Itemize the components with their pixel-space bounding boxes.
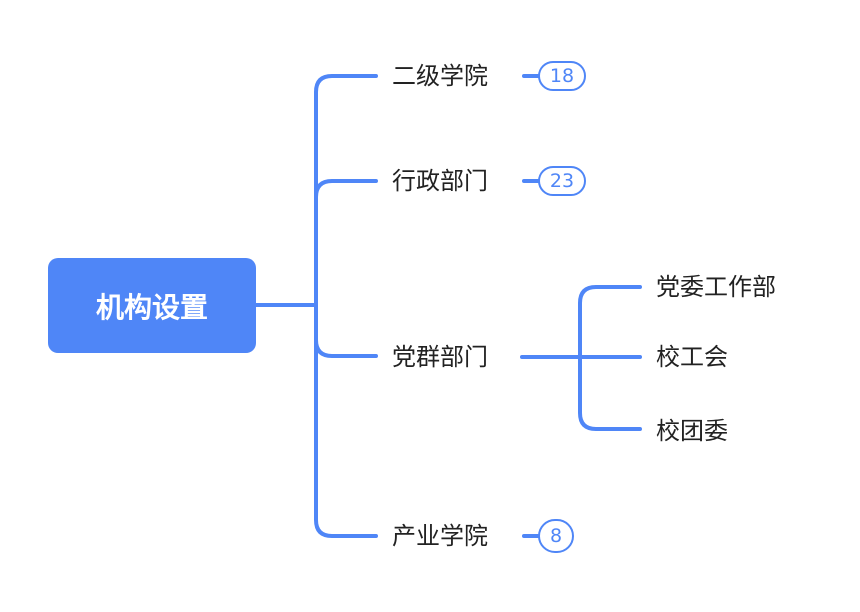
branch-label: 产业学院 <box>392 522 488 550</box>
root-node[interactable]: 机构设置 <box>48 258 256 353</box>
connector-branch-1 <box>314 74 378 538</box>
branch-label: 二级学院 <box>392 62 488 90</box>
branch-node-party-departments[interactable]: 党群部门 <box>392 345 488 369</box>
count-value: 8 <box>549 525 563 547</box>
sub-label: 党委工作部 <box>656 273 776 301</box>
count-value: 18 <box>549 65 575 87</box>
root-label: 机构设置 <box>95 290 208 324</box>
connector-branch-3 <box>314 338 378 358</box>
branch-node-secondary-colleges[interactable]: 二级学院 <box>392 64 488 88</box>
branch-label: 党群部门 <box>392 343 488 371</box>
sub-node-youth-league[interactable]: 校团委 <box>656 419 728 443</box>
connector-branch-2 <box>314 179 378 199</box>
branch-node-industry-colleges[interactable]: 产业学院 <box>392 524 488 548</box>
count-value: 23 <box>549 170 575 192</box>
sub-node-trade-union[interactable]: 校工会 <box>656 345 728 369</box>
count-badge: 8 <box>538 519 574 553</box>
count-badge: 18 <box>538 61 586 91</box>
sub-node-party-committee-work-dept[interactable]: 党委工作部 <box>656 275 776 299</box>
connector-sub-1 <box>578 285 642 431</box>
branch-label: 行政部门 <box>392 167 488 195</box>
count-badge: 23 <box>538 166 586 196</box>
sub-label: 校工会 <box>656 343 728 371</box>
branch-node-admin-departments[interactable]: 行政部门 <box>392 169 488 193</box>
sub-label: 校团委 <box>656 417 728 445</box>
